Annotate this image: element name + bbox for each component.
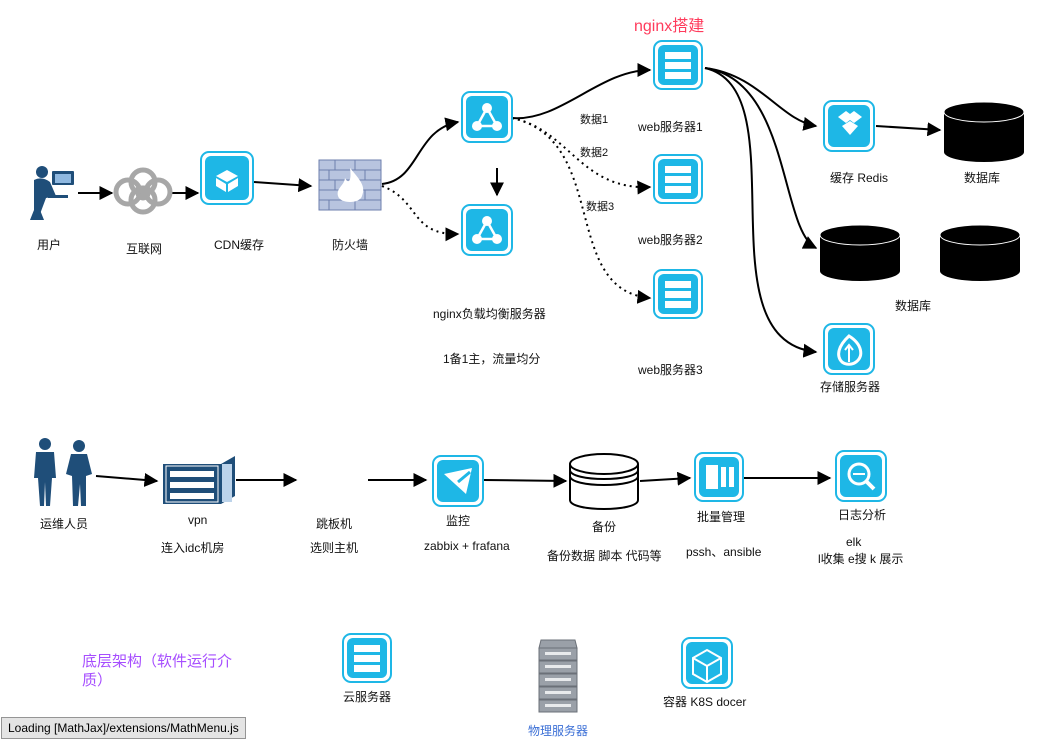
infra-title: 底层架构（软件运行介质） xyxy=(82,653,233,689)
web-server-3-label: web服务器3 xyxy=(638,363,703,377)
biohazard-internet-icon xyxy=(113,167,173,215)
web-server-3-icon xyxy=(653,269,703,319)
jump-host-label: 跳板机 xyxy=(316,517,353,531)
physical-server-icon xyxy=(538,639,578,713)
jump-host-note: 选则主机 xyxy=(310,541,359,555)
database-icon-redis xyxy=(943,101,1025,162)
database-label-right: 数据库 xyxy=(964,171,1001,185)
internet-label: 互联网 xyxy=(126,242,163,256)
user-at-computer-icon xyxy=(30,166,74,220)
ops-label: 运维人员 xyxy=(40,517,89,531)
nginx-lb-backup-icon xyxy=(461,204,513,256)
vpn-device-icon xyxy=(163,456,235,504)
connectors-top xyxy=(78,63,942,358)
monitoring-icon xyxy=(432,455,484,507)
mathjax-loading-status: Loading [MathJax]/extensions/MathMenu.js xyxy=(1,717,246,739)
firewall-icon xyxy=(318,159,382,211)
ops-personnel-icon xyxy=(34,438,92,506)
cdn-cache-icon xyxy=(200,151,254,205)
database-label-pair: 数据库 xyxy=(895,299,932,313)
cdn-label: CDN缓存 xyxy=(214,238,264,252)
monitor-note: zabbix + frafana xyxy=(424,539,510,553)
redis-label: 缓存 Redis xyxy=(830,171,889,185)
nginx-setup-title: nginx搭建 xyxy=(634,18,705,35)
nginx-lb-note: 1备1主，流量均分 xyxy=(443,352,541,366)
log-note-elk: elk xyxy=(846,535,862,549)
redis-cache-icon xyxy=(823,100,875,152)
vpn-note: 连入idc机房 xyxy=(161,541,225,555)
log-analysis-icon xyxy=(835,450,887,502)
vpn-label: vpn xyxy=(188,513,208,527)
connectors-middle xyxy=(95,471,832,488)
web-server-1-icon xyxy=(653,40,703,90)
database-icon-1 xyxy=(819,224,901,281)
batch-note: pssh、ansible xyxy=(686,545,762,559)
cloud-server-icon xyxy=(342,633,392,683)
backup-storage-icon xyxy=(569,453,639,510)
backup-note: 备份数据 脚本 代码等 xyxy=(547,549,662,563)
database-icon-2 xyxy=(939,224,1021,281)
nginx-lb-label: nginx负载均衡服务器 xyxy=(433,307,546,321)
storage-label: 存储服务器 xyxy=(820,380,881,394)
batch-label: 批量管理 xyxy=(697,510,746,524)
log-note-detail: l收集 e搜 k 展示 xyxy=(818,552,904,566)
web-server-2-icon xyxy=(653,154,703,204)
user-label: 用户 xyxy=(37,238,62,252)
container-label: 容器 K8S docer xyxy=(663,695,747,709)
data3-label: 数据3 xyxy=(586,201,615,213)
physical-server-label: 物理服务器 xyxy=(528,724,589,738)
web-server-2-label: web服务器2 xyxy=(638,233,703,247)
log-label: 日志分析 xyxy=(838,508,887,522)
batch-management-icon xyxy=(694,452,744,502)
cloud-server-label: 云服务器 xyxy=(343,690,392,704)
storage-server-icon xyxy=(823,323,875,375)
monitor-label: 监控 xyxy=(446,514,471,528)
nginx-lb-primary-icon xyxy=(461,91,513,143)
data2-label: 数据2 xyxy=(580,147,609,159)
data1-label: 数据1 xyxy=(580,114,609,126)
container-icon xyxy=(681,637,733,689)
web-server-1-label: web服务器1 xyxy=(638,120,703,134)
firewall-label: 防火墙 xyxy=(332,238,369,252)
backup-label: 备份 xyxy=(592,520,617,534)
